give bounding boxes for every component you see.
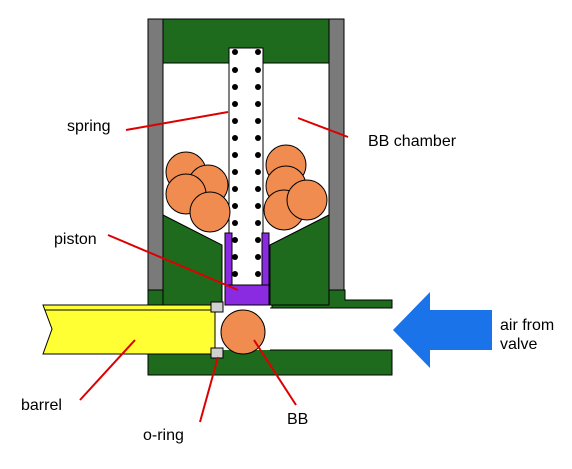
label-barrel: barrel	[21, 397, 62, 414]
funnel-right	[269, 214, 330, 306]
bb-group-left	[165, 151, 231, 233]
spring	[232, 49, 261, 277]
leader-bb	[253, 339, 297, 406]
leader-piston	[107, 234, 239, 291]
label-spring: spring	[67, 118, 111, 135]
leader-o-ring	[199, 356, 219, 423]
leader-barrel	[79, 339, 136, 401]
label-air-from-valve: air from valve	[500, 316, 572, 354]
bb-breech	[220, 309, 266, 355]
leader-bb-chamber	[297, 117, 349, 138]
leader-lines	[79, 111, 349, 423]
barrel	[42, 304, 216, 355]
spring-channel	[228, 47, 264, 289]
air-arrow	[393, 292, 492, 368]
label-o-ring: o-ring	[143, 427, 184, 444]
leader-spring	[125, 111, 229, 131]
wall-left	[147, 18, 164, 291]
o-ring-top	[210, 301, 224, 313]
wall-right	[328, 18, 345, 291]
label-piston: piston	[54, 231, 97, 248]
o-ring-bottom	[210, 347, 224, 359]
label-air-from-valve-line2: valve	[500, 336, 538, 353]
bb-group-right	[263, 144, 328, 231]
label-bb: BB	[287, 411, 309, 428]
label-bb-chamber: BB chamber	[368, 133, 457, 150]
label-air-from-valve-line1: air from	[500, 317, 555, 334]
